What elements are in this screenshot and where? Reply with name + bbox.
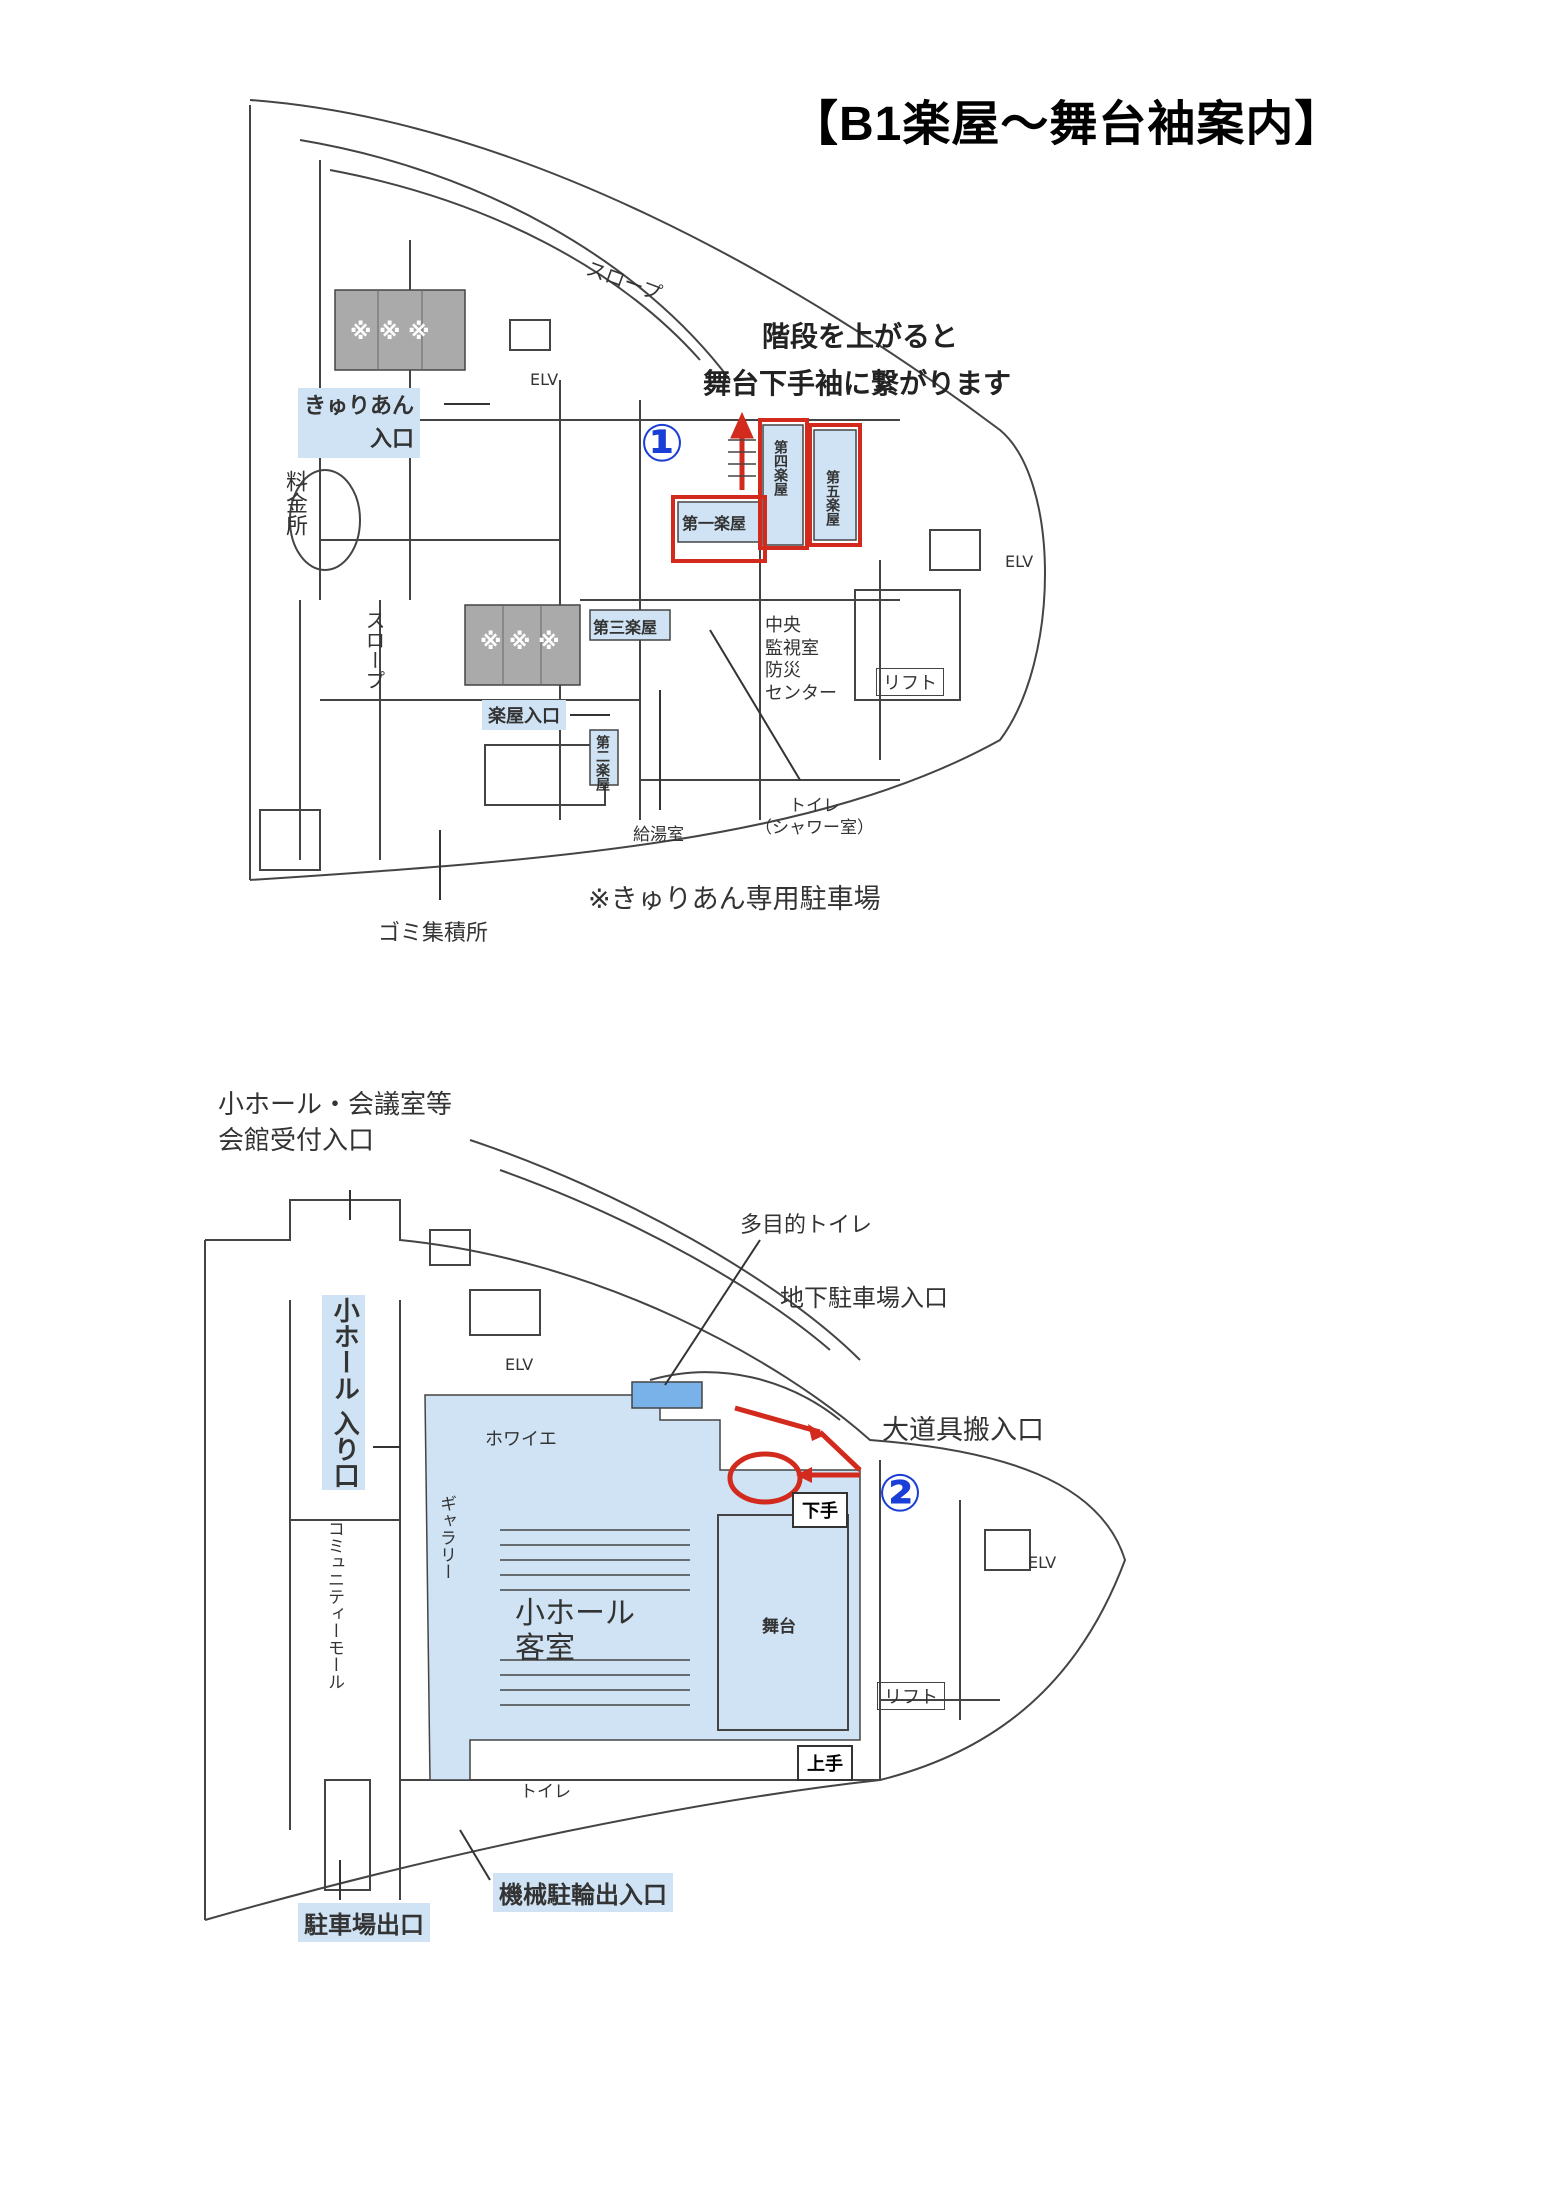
room5-label: 第五楽屋 <box>824 470 840 526</box>
kitchen-label: 給湯室 <box>633 825 684 845</box>
marker-2: ② <box>878 1464 923 1524</box>
lift-label-1: リフト <box>876 668 944 696</box>
ug-parking-label: 地下駐車場入口 <box>780 1284 948 1312</box>
props-entrance-label: 大道具搬入口 <box>882 1415 1044 1446</box>
small-hall-entrance-label: 小ホール 入り口 <box>322 1295 366 1491</box>
small-hall-seats-label: 小ホール 客室 <box>515 1596 635 1666</box>
ticket-office-label: 料金所 <box>282 470 307 536</box>
stage-label: 舞台 <box>762 1617 796 1637</box>
shimote-tag: 下手 <box>792 1492 848 1528</box>
kamite-tag: 上手 <box>797 1745 853 1781</box>
room2-label: 第二楽屋 <box>594 735 610 791</box>
control-center-label: 中央 監視室 防災 センター <box>765 615 837 704</box>
community-mall-label: コミュニティーモール <box>324 1520 344 1690</box>
stair-note-line2: 舞台下手袖に繋がります <box>703 367 1012 400</box>
page-title: 【B1楽屋〜舞台袖案内】 <box>790 98 1344 151</box>
elv-label-1: ELV <box>530 370 559 389</box>
slope-left-label: スロープ <box>362 610 386 690</box>
stair-note-line1: 階段を上がると <box>762 320 959 353</box>
parking-note: ※きゅりあん専用駐車場 <box>588 884 881 915</box>
parking-marks-2: ※ ※ ※ <box>480 630 560 655</box>
toilet-label-1: トイレ （シャワー室） <box>755 796 874 839</box>
toilet-label-2: トイレ <box>520 1782 571 1802</box>
room1-label: 第一楽屋 <box>682 514 747 533</box>
marker-1: ① <box>640 414 685 474</box>
lift-label-2: リフト <box>877 1682 945 1710</box>
kyurian-entrance-label: きゅりあん 入口 <box>298 388 421 458</box>
gallery-label: ギャラリー <box>436 1495 456 1580</box>
elv-label-3: ELV <box>505 1355 534 1374</box>
reception-label: 小ホール・会議室等 会館受付入口 <box>218 1090 453 1157</box>
elv-label-2: ELV <box>1005 552 1034 571</box>
parking-marks-1: ※ ※ ※ <box>350 320 430 345</box>
garbage-label: ゴミ集積所 <box>378 921 489 946</box>
room4-label: 第四楽屋 <box>772 440 788 496</box>
foyer-label: ホワイエ <box>485 1429 557 1450</box>
parking-exit-label: 駐車場出口 <box>298 1903 430 1942</box>
mt-toilet-label: 多目的トイレ <box>740 1213 873 1238</box>
elv-label-4: ELV <box>1028 1553 1057 1572</box>
bike-entrance-label: 機械駐輪出入口 <box>493 1873 673 1912</box>
gakuya-entrance-label: 楽屋入口 <box>482 700 566 730</box>
room3-label: 第三楽屋 <box>593 618 658 637</box>
